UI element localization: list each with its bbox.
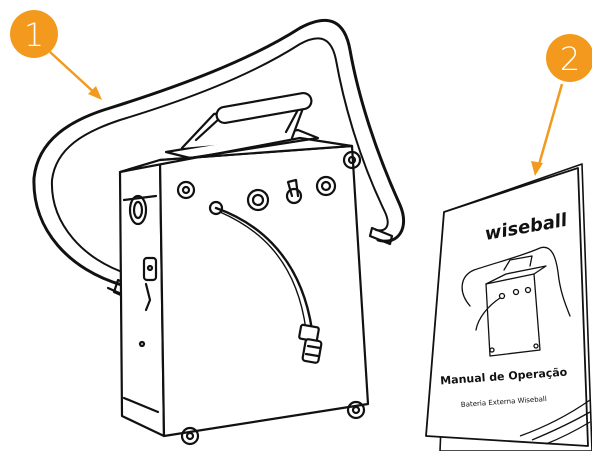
arrow-1-icon xyxy=(50,52,102,100)
arrow-2-icon xyxy=(531,84,562,176)
body-side xyxy=(120,160,164,436)
badge-2: 2 xyxy=(546,34,592,82)
badge-2-label: 2 xyxy=(560,40,580,78)
badge-1: 1 xyxy=(10,10,58,58)
badge-1-label: 1 xyxy=(24,16,44,54)
body-front xyxy=(160,146,368,436)
operation-manual: wiseball Manual de Operação Bateria Exte… xyxy=(426,164,592,451)
battery-device xyxy=(34,20,404,444)
